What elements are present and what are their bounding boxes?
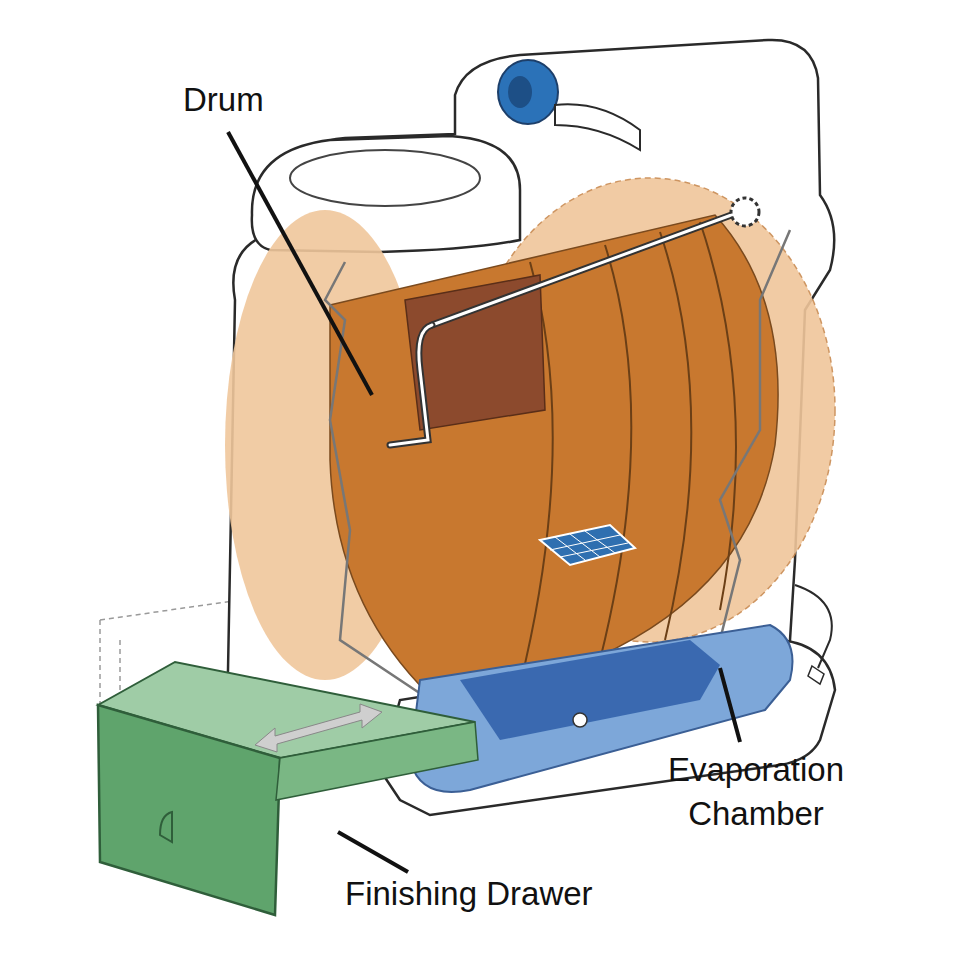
part-label: Evaporation Chamber [636,748,876,836]
drum-handle [432,210,745,325]
drum-mesh [540,525,635,565]
drawer-front [98,705,280,915]
seat-opening [290,150,480,206]
leader-line [720,668,740,742]
evaporation-chamber-inner [460,640,720,740]
power-plug [808,666,824,684]
power-cord [795,585,832,668]
drain-plug [573,713,587,727]
part-label: Drum [183,78,264,122]
vent-knob-center [508,76,532,108]
handle-crank [390,325,432,445]
leader-line [228,132,372,395]
drawer-handle [160,812,172,842]
part-label: Finishing Drawer [345,872,593,916]
vent-duct [555,104,640,150]
slide-arrow [255,704,382,752]
vent-knob [498,60,558,124]
leader-line [338,832,408,872]
leader-lines [228,132,740,872]
drum-body [330,215,778,705]
drum-gear [731,198,759,226]
drum-ribs [520,222,736,685]
mesh-grid [550,531,628,560]
